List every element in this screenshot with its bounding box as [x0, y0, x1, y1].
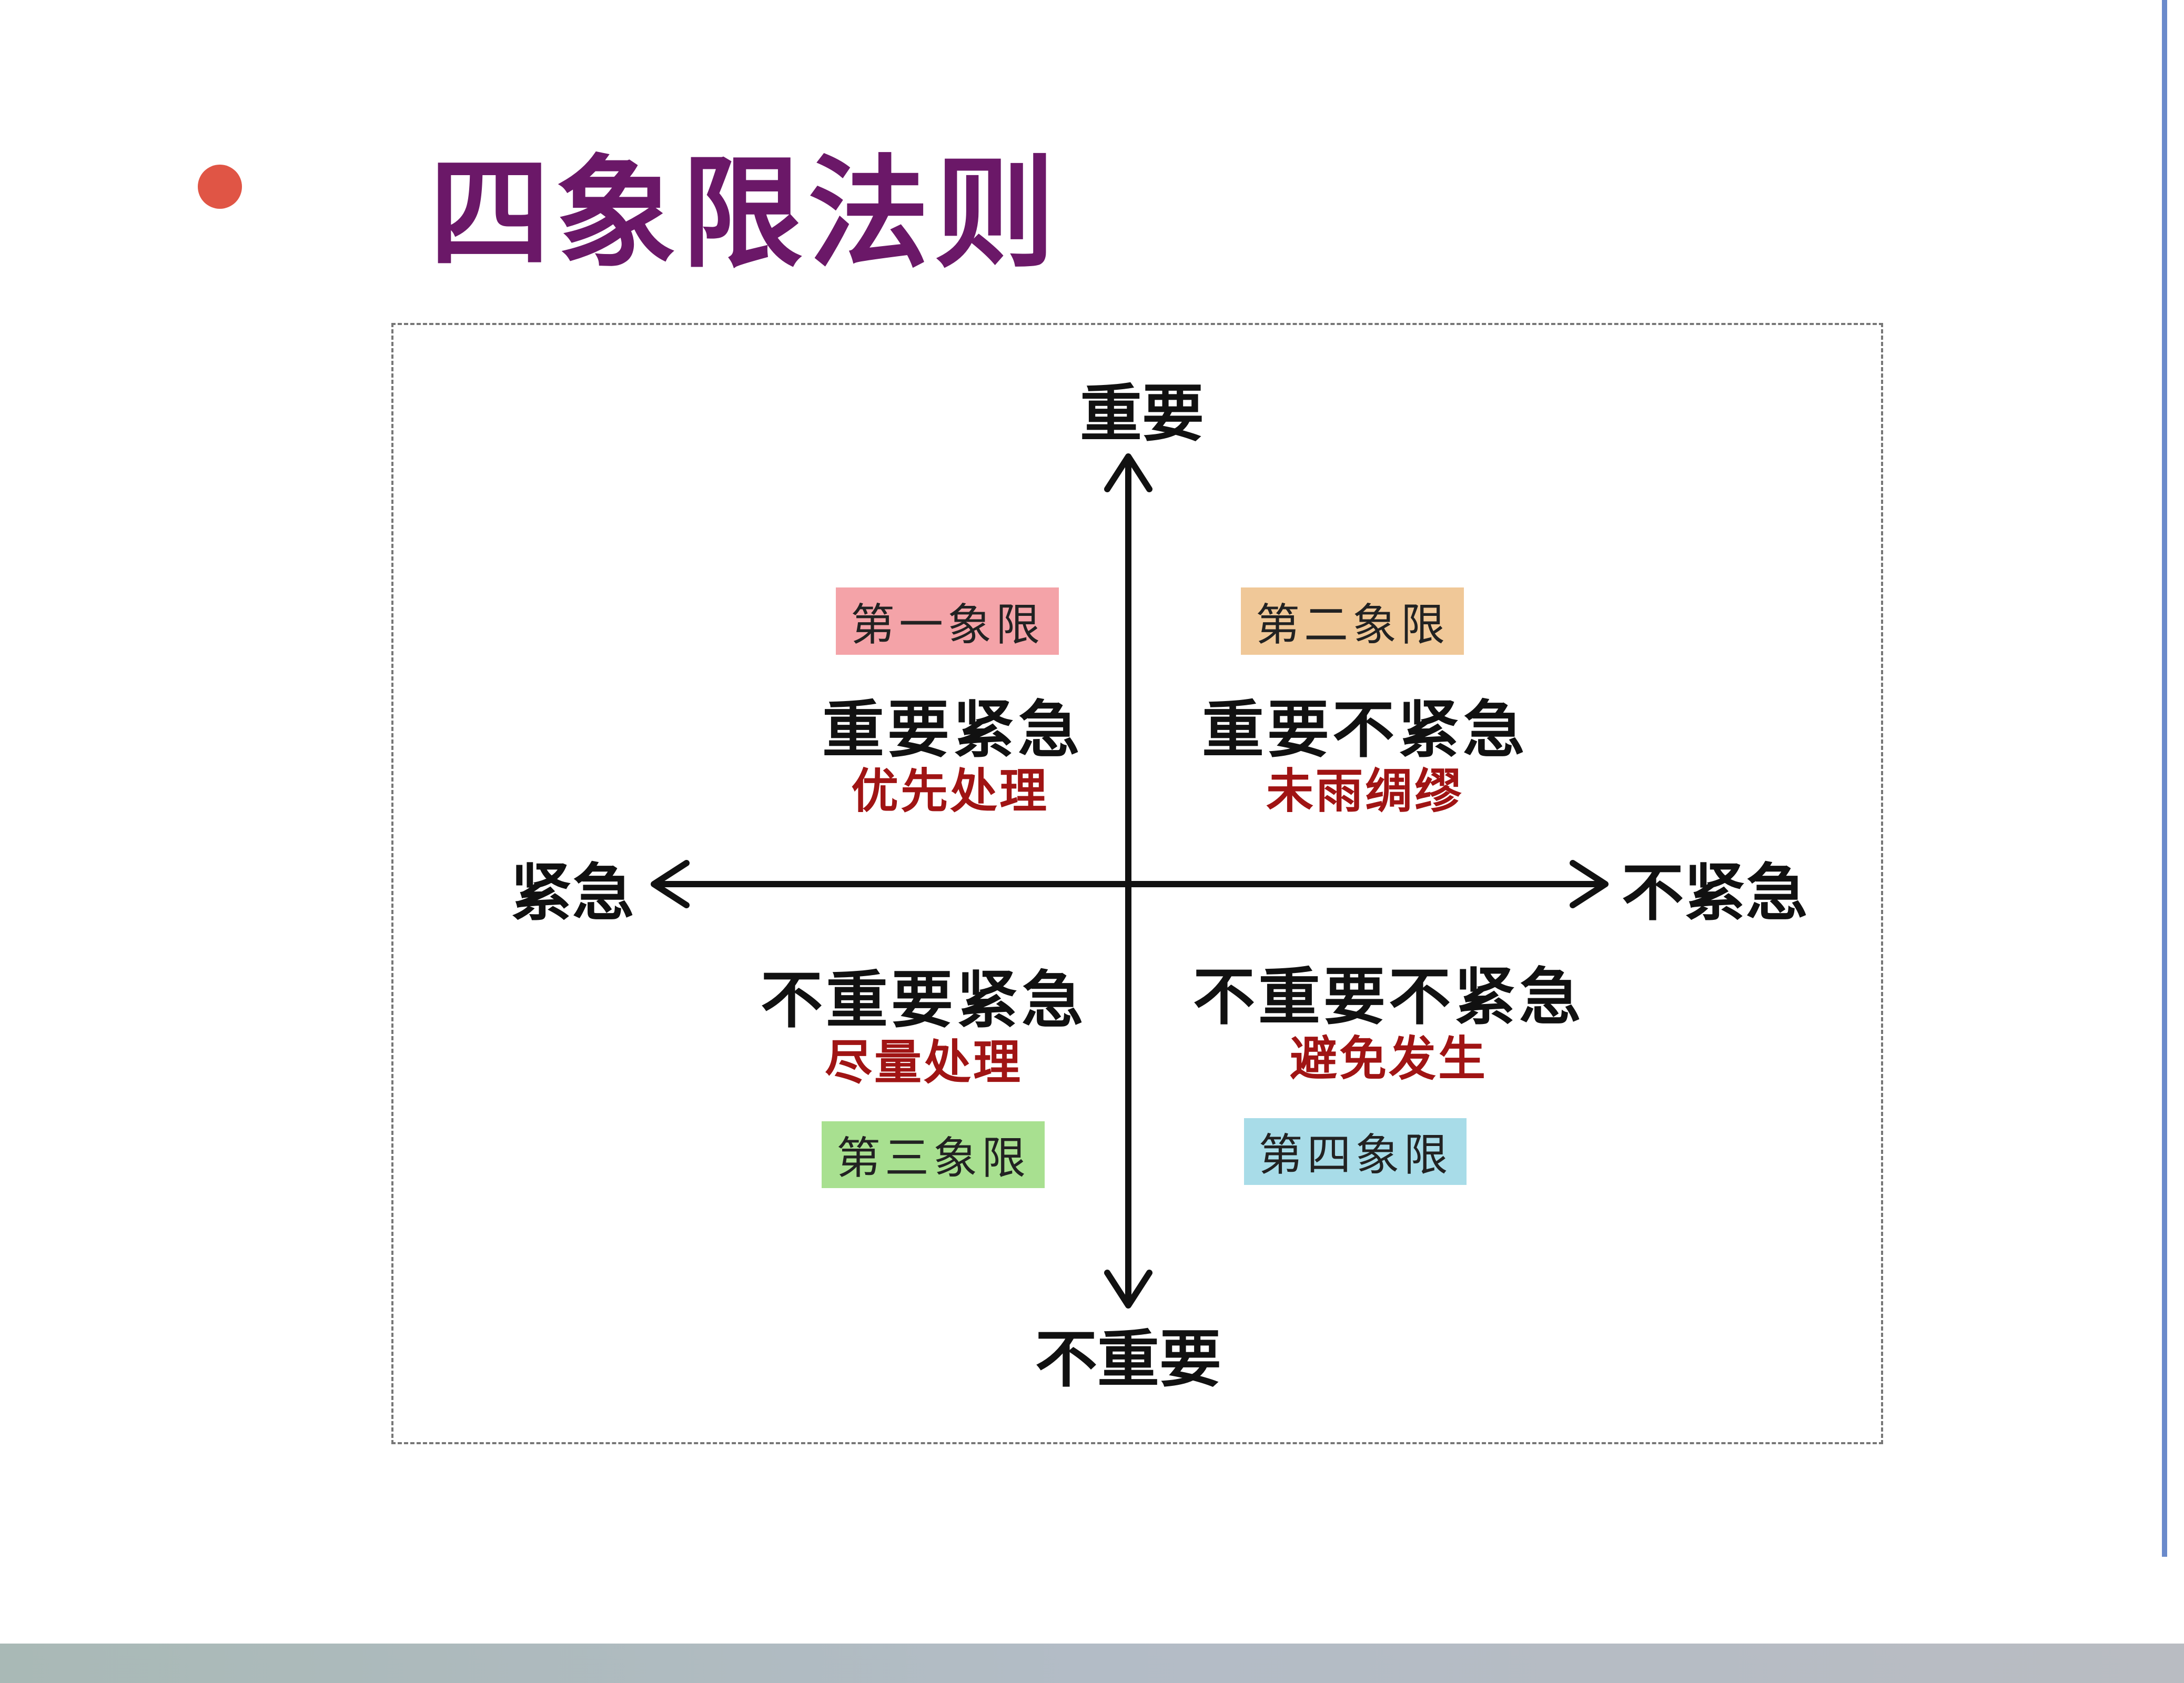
axis-label-not-urgent: 不紧急: [1621, 856, 1808, 929]
arrow-left-icon: [651, 860, 690, 908]
axis-label-urgent: 紧急: [510, 856, 635, 929]
bullet-dot: [198, 165, 242, 209]
right-edge-line: [2162, 0, 2167, 1557]
quadrant-4-title: 不重要不紧急: [1192, 960, 1585, 1033]
arrow-right-icon: [1570, 860, 1609, 908]
quadrant-4-badge: 第四象限: [1244, 1118, 1467, 1185]
quadrant-4-action: 避免发生: [1290, 1031, 1488, 1087]
bottom-bar: [0, 1644, 2184, 1683]
page-title: 四象限法则: [429, 144, 1061, 285]
quadrant-2-badge: 第二象限: [1241, 587, 1464, 655]
quadrant-1-action: 优先处理: [851, 764, 1049, 819]
arrow-up-icon: [1104, 453, 1152, 492]
quadrant-3-badge: 第三象限: [822, 1121, 1045, 1188]
axis-label-important: 重要: [1079, 377, 1205, 450]
quadrant-1-title: 重要紧急: [822, 693, 1084, 766]
quadrant-2-action: 未雨绸缪: [1266, 764, 1464, 819]
quadrant-3-title: 不重要紧急: [760, 964, 1087, 1037]
diagram-frame: [391, 323, 1883, 1444]
arrow-down-icon: [1104, 1270, 1152, 1309]
quadrant-2-title: 重要不紧急: [1201, 693, 1529, 766]
quadrant-1-badge: 第一象限: [836, 587, 1059, 655]
quadrant-3-action: 尽量处理: [825, 1035, 1023, 1090]
axis-label-not-important: 不重要: [1035, 1323, 1222, 1396]
